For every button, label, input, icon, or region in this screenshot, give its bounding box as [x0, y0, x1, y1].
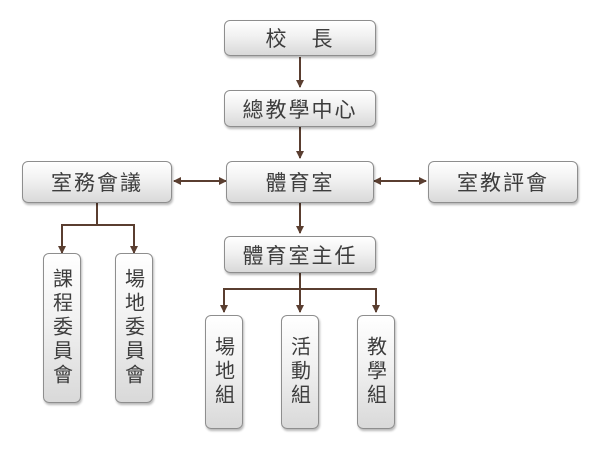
connector-council-to-venue-committee [97, 224, 135, 248]
node-principal: 校 長 [224, 20, 376, 56]
node-academic-center: 總教學中心 [224, 90, 376, 127]
node-curriculum-committee: 課程委員會 [43, 253, 81, 403]
node-activity-group: 活動組 [281, 315, 319, 429]
node-venue-committee: 場地委員會 [115, 253, 153, 403]
connector-council-to-committees [61, 203, 98, 248]
node-director: 體育室主任 [224, 236, 376, 273]
node-venue-group: 場地組 [205, 315, 243, 429]
connector-director-to-groups [223, 273, 377, 300]
node-teaching-group: 教學組 [357, 315, 395, 429]
node-council: 室務會議 [22, 161, 172, 203]
node-pe-office: 體育室 [226, 161, 374, 203]
node-teaching-review: 室教評會 [428, 161, 578, 203]
